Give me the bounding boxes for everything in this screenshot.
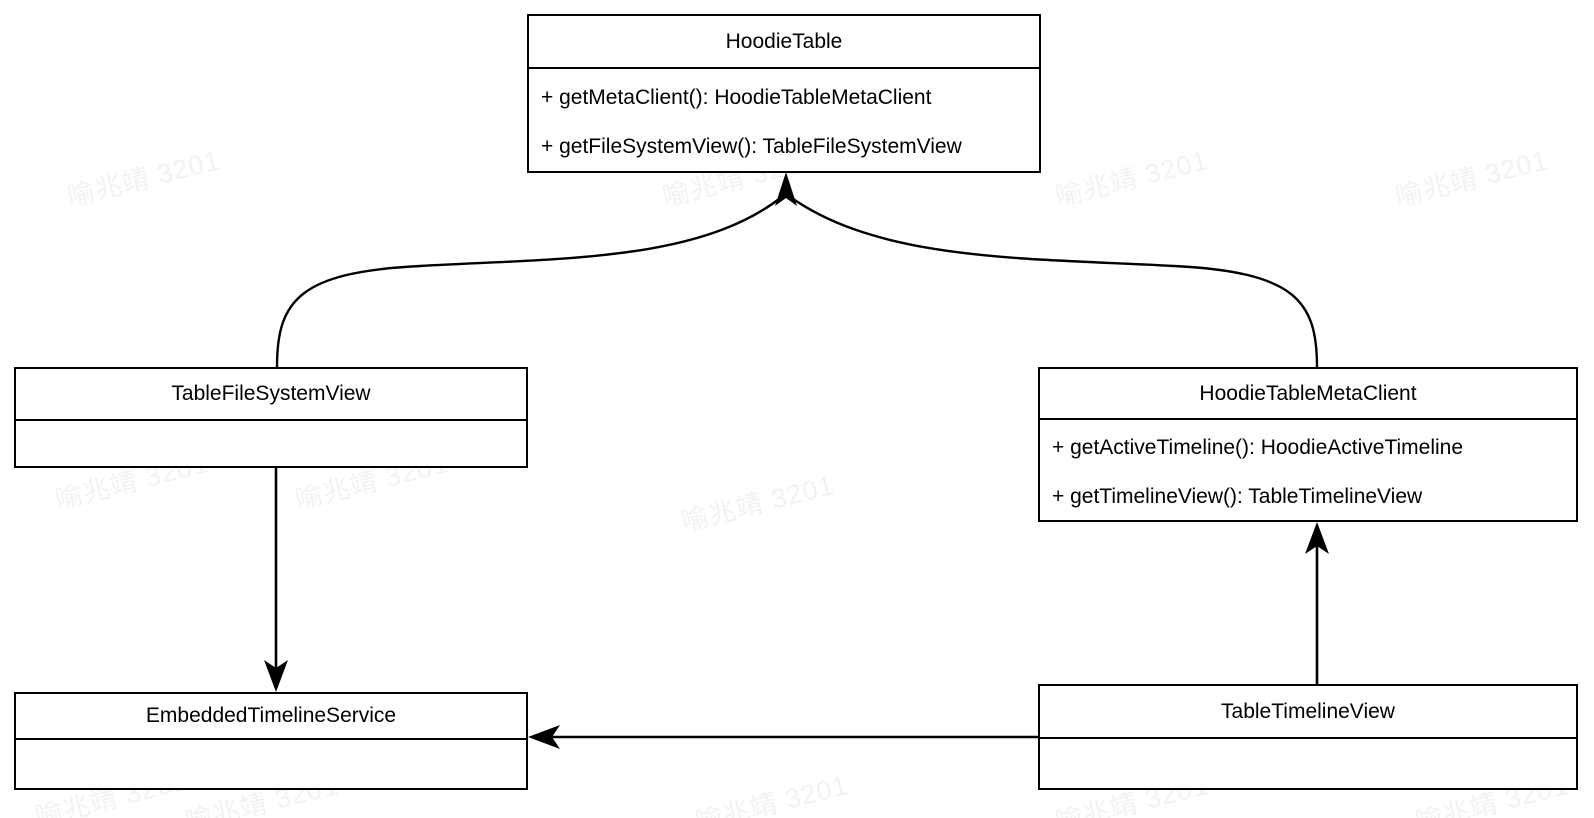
uml-class-tabletimelineview-members: [1040, 739, 1576, 788]
uml-class-tablefilesystemview-members: [16, 421, 526, 466]
uml-member: + getTimelineView(): TableTimelineView: [1052, 485, 1423, 508]
watermark-text: 喻兆靖 3201: [692, 770, 852, 818]
arrowhead-into-embeddedtimelineservice-right: [528, 725, 560, 749]
uml-class-hoodietable-members: + getMetaClient(): HoodieTableMetaClient…: [529, 69, 1039, 171]
uml-class-embeddedtimelineservice-members: [16, 740, 526, 788]
connector-tablefilesystemview-to-hoodietable: [275, 195, 784, 368]
uml-class-embeddedtimelineservice[interactable]: EmbeddedTimelineService: [14, 692, 528, 790]
uml-class-tablefilesystemview-title: TableFileSystemView: [16, 369, 526, 421]
uml-class-embeddedtimelineservice-title: EmbeddedTimelineService: [16, 694, 526, 740]
watermark-text: 喻兆靖 3201: [678, 470, 838, 538]
uml-class-hoodietable[interactable]: HoodieTable + getMetaClient(): HoodieTab…: [527, 14, 1041, 173]
arrowhead-into-hoodietable: [775, 172, 797, 206]
uml-class-hoodietablemetaclient-title: HoodieTableMetaClient: [1040, 369, 1576, 420]
uml-member: + getFileSystemView(): TableFileSystemVi…: [541, 135, 962, 158]
arrowhead-into-embeddedtimelineservice-top: [264, 660, 288, 692]
watermark-text: 喻兆靖 3201: [1392, 145, 1552, 213]
watermark-text: 喻兆靖 3201: [64, 145, 224, 213]
uml-class-tabletimelineview-title: TableTimelineView: [1040, 686, 1576, 739]
watermark-text: 喻兆靖 3201: [1052, 145, 1212, 213]
uml-class-tablefilesystemview[interactable]: TableFileSystemView: [14, 367, 528, 468]
uml-class-hoodietable-title: HoodieTable: [529, 16, 1039, 69]
uml-member: + getMetaClient(): HoodieTableMetaClient: [541, 86, 932, 109]
connector-hoodietablemetaclient-to-hoodietable: [788, 195, 1319, 368]
uml-member: + getActiveTimeline(): HoodieActiveTimel…: [1052, 436, 1464, 459]
uml-class-tabletimelineview[interactable]: TableTimelineView: [1038, 684, 1578, 790]
uml-class-hoodietablemetaclient[interactable]: HoodieTableMetaClient + getActiveTimelin…: [1038, 367, 1578, 522]
arrowhead-into-hoodietablemetaclient-bottom: [1305, 522, 1329, 554]
uml-class-hoodietablemetaclient-members: + getActiveTimeline(): HoodieActiveTimel…: [1040, 420, 1576, 520]
